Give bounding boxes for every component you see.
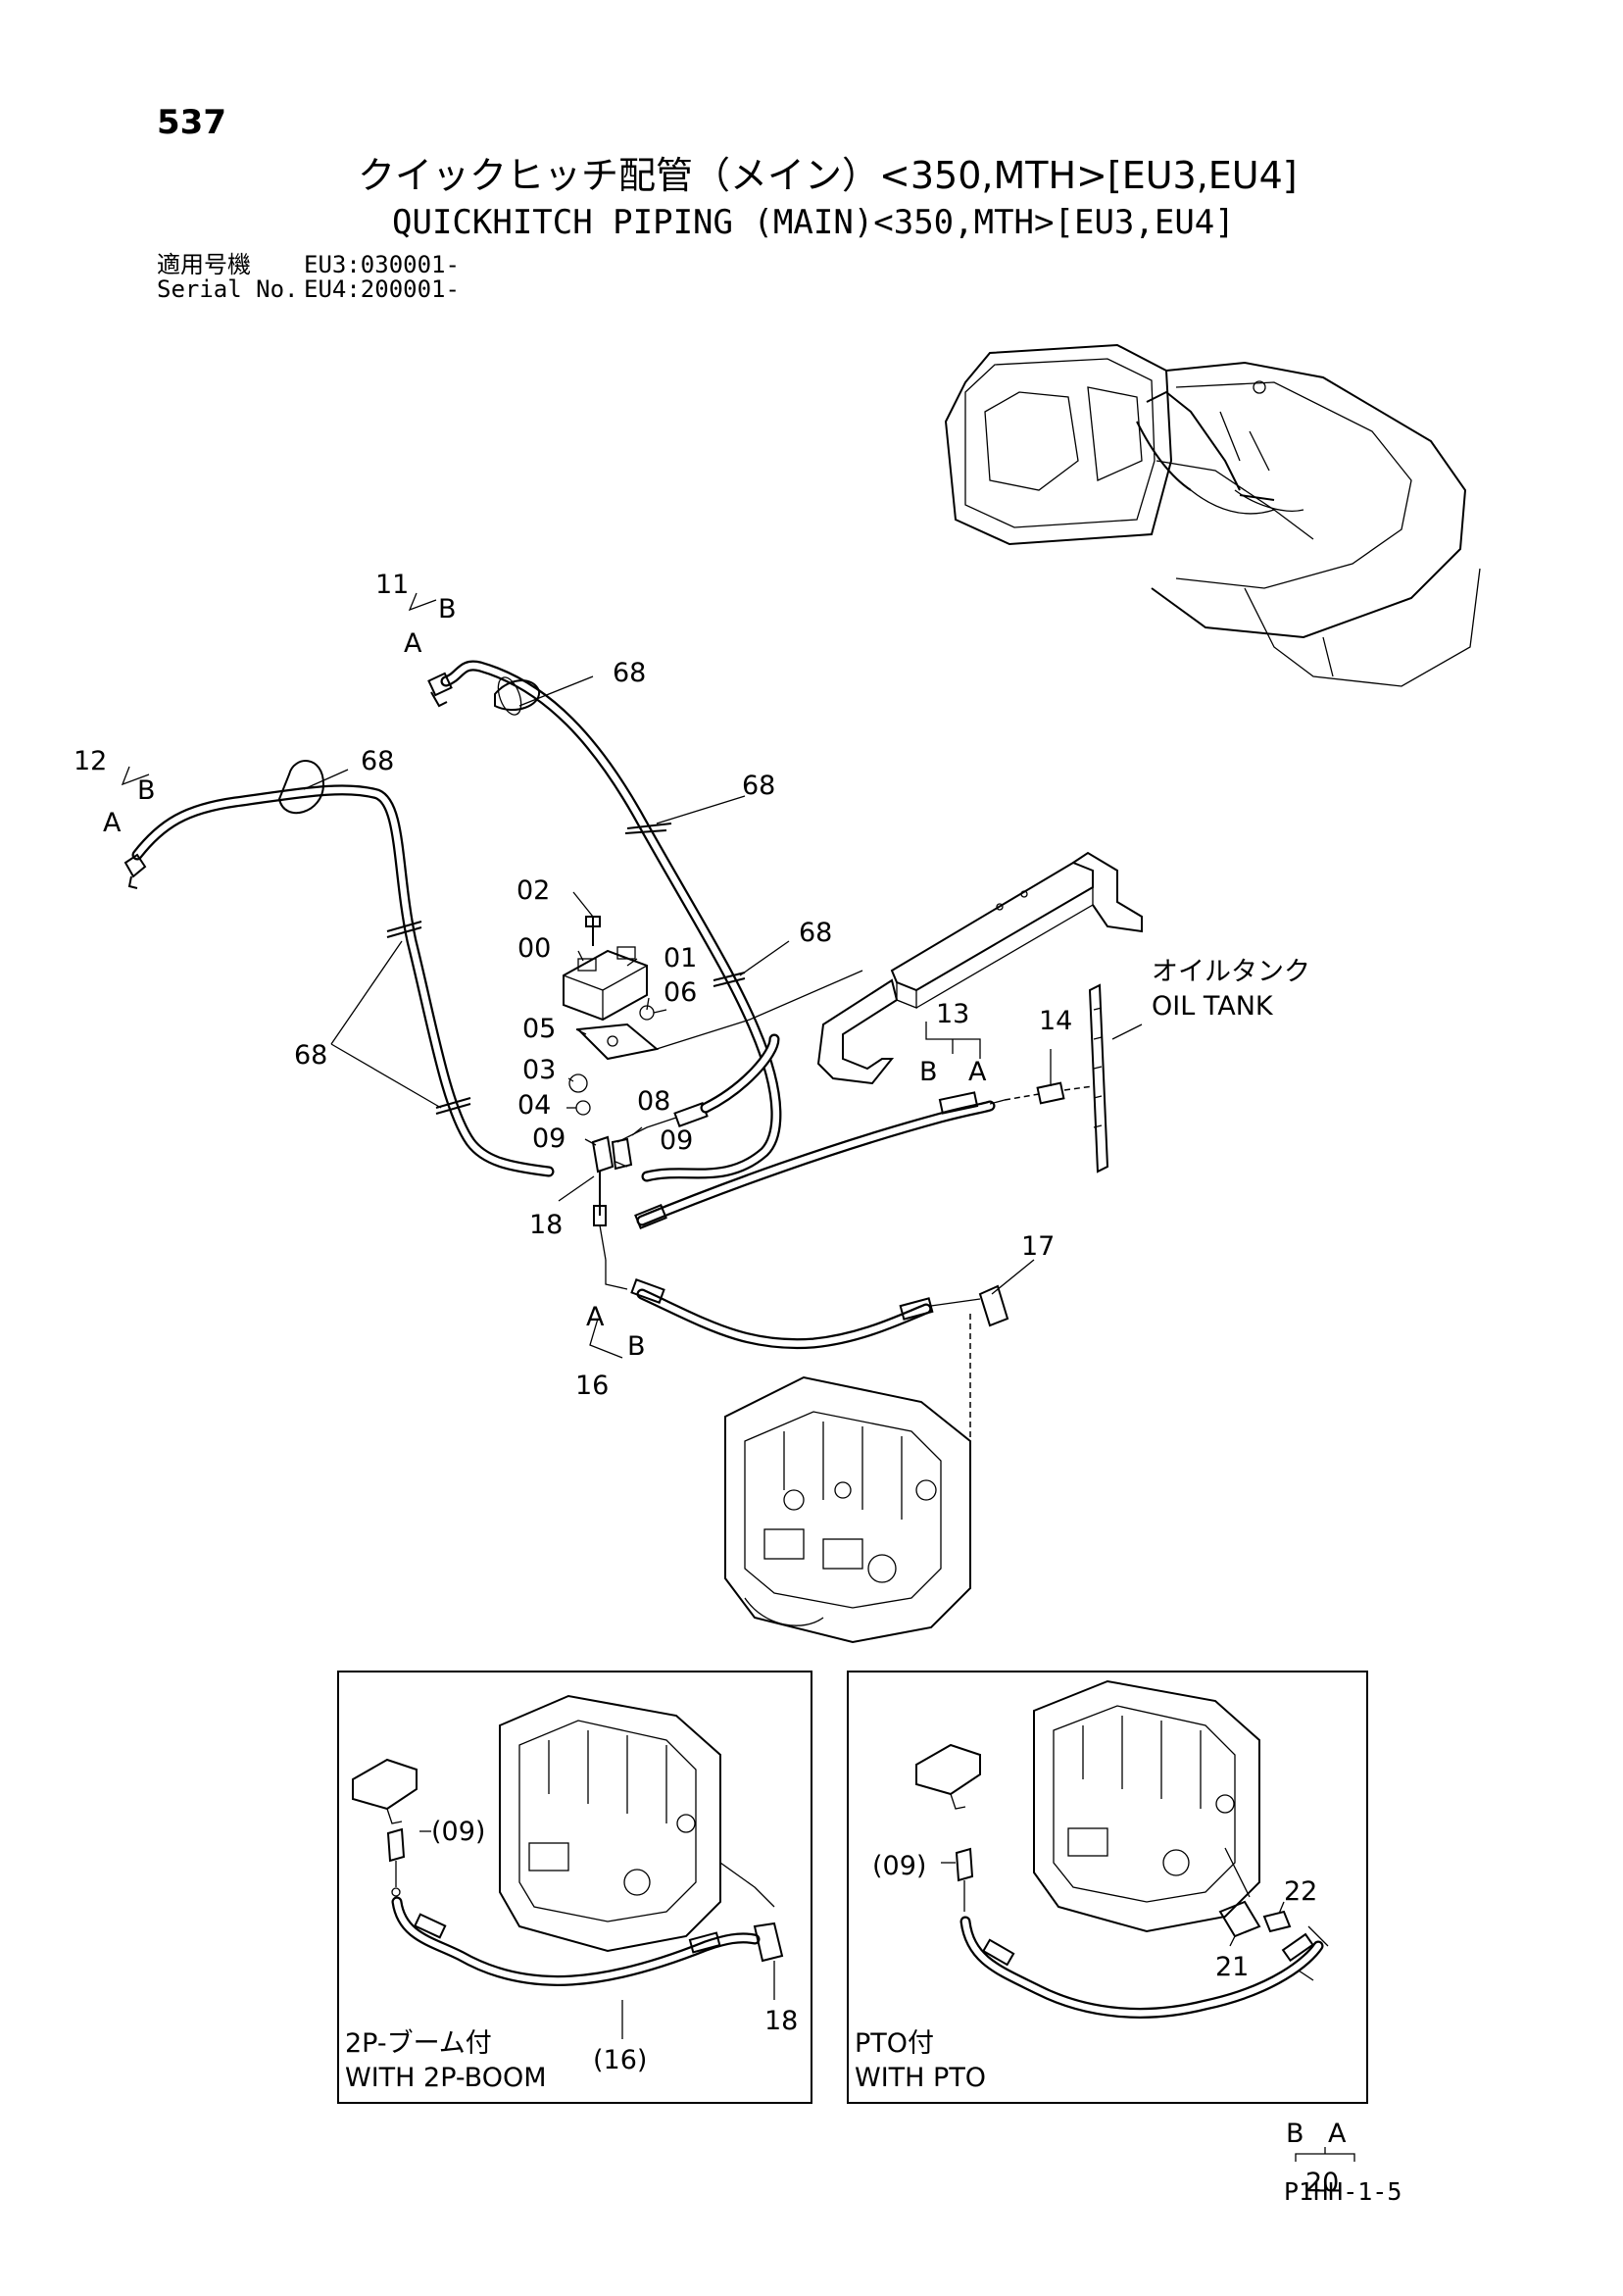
inset-pto-frame [847,1671,1368,2104]
inset-pto-callout-20-a: A [1328,2119,1347,2149]
callout-08: 08 [637,1086,670,1117]
callout-12-a: A [103,808,122,838]
callout-68-mid: 68 [799,918,832,948]
inset-boom-frame [337,1671,812,2104]
leader-lines [121,592,1052,1359]
callout-06: 06 [664,977,697,1008]
inset-boom-callout-18: 18 [764,2006,798,2036]
serial-value-eu4: EU4:200001- [304,275,460,303]
inset-pto-callout-20-b: B [1286,2119,1304,2149]
hose-11 [427,660,782,1182]
callout-00: 00 [517,933,551,964]
hose-13 [634,1081,1094,1230]
callout-13-b: B [919,1057,938,1087]
oil-tank-label-japanese: オイルタンク [1152,957,1310,987]
callout-13: 13 [936,999,969,1029]
callout-12: 12 [74,746,107,776]
inset-pto-callout-09: (09) [872,1851,926,1881]
hose-16 [630,1278,1009,1529]
inset-boom-callout-16: (16) [593,2045,647,2075]
callout-11: 11 [375,570,409,600]
callout-18: 18 [529,1210,563,1240]
inset-boom-label-english: WITH 2P-BOOM [345,2063,547,2093]
mounting-frame [816,851,1143,1085]
serial-value-eu3: EU3:030001- [304,251,460,278]
callout-68-right: 68 [742,771,775,801]
callout-11-b: B [438,594,457,624]
callout-13-a: A [968,1057,987,1087]
oil-tank-label-english: OIL TANK [1152,991,1274,1022]
inset-pto-callout-22: 22 [1284,1876,1317,1907]
title-english: QUICKHITCH PIPING (MAIN)<350,MTH>[EU3,EU… [392,203,1235,242]
document-code: P1HH-1-5 [1284,2177,1402,2206]
callout-09-left: 09 [532,1123,566,1154]
page-number: 537 [157,103,226,142]
callout-11-a: A [404,628,422,659]
hose-clamps [277,679,746,1115]
callout-04: 04 [517,1090,551,1121]
callout-14: 14 [1039,1006,1072,1036]
machine-overview [944,343,1481,687]
callout-12-b: B [137,775,156,806]
inset-with-2p-boom: (09) (16) 18 2P-ブーム付 WITH 2P-BOOM [337,1671,812,2104]
inset-pto-callout-21: 21 [1215,1952,1249,1982]
serial-label-english: Serial No. [157,275,299,303]
callout-68-left: 68 [361,746,394,776]
serial-label-japanese: 適用号機 [157,251,251,278]
callout-03: 03 [522,1055,556,1085]
callout-68-top: 68 [613,658,646,688]
callout-16: 16 [575,1371,609,1401]
hose-12 [123,784,555,1177]
callout-09-right: 09 [660,1125,693,1156]
control-valve [724,1375,971,1644]
callout-17: 17 [1021,1231,1055,1262]
oil-tank-wall [1088,983,1143,1173]
callout-16-a: A [586,1302,605,1332]
solenoid-valve-assembly [563,916,863,1290]
callout-16-b: B [627,1331,646,1362]
title-japanese: クイックヒッチ配管（メイン）<350,MTH>[EU3,EU4] [358,154,1298,197]
callout-labels: 11 B A 68 12 B A 68 68 68 68 02 00 01 06… [74,570,1310,1401]
inset-with-pto: (09) 21 22 B A 20 PTO付 WITH PTO [847,1671,1368,2198]
inset-pto-label-japanese: PTO付 [855,2028,934,2059]
inset-pto-label-english: WITH PTO [855,2063,986,2093]
inset-boom-callout-09: (09) [431,1817,485,1847]
callout-68-bottom: 68 [294,1040,327,1071]
inset-pto-callout-20: 20 [1305,2168,1339,2198]
callout-01: 01 [664,943,697,973]
inset-boom-label-japanese: 2P-ブーム付 [345,2028,492,2059]
callout-05: 05 [522,1014,556,1044]
callout-02: 02 [516,875,550,906]
